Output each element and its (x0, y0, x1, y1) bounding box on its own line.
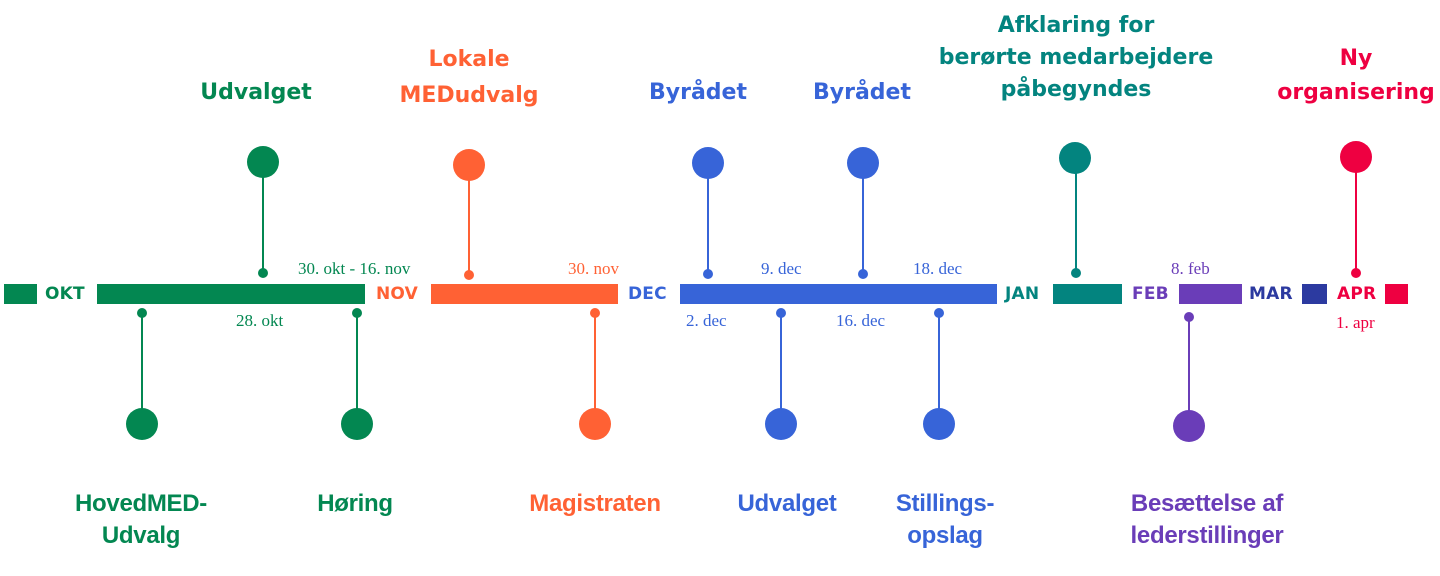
date-label: 18. dec (913, 259, 963, 278)
marker-circle (126, 408, 158, 440)
month-apr: APR (1337, 284, 1377, 304)
marker-stem (141, 314, 143, 414)
event-title-hoering: Høring (317, 490, 393, 517)
marker-stem (468, 172, 470, 272)
title-line: Lokale (428, 47, 510, 72)
month-okt: OKT (45, 284, 85, 304)
marker-stem (356, 314, 358, 414)
title-line: Afklaring for (997, 13, 1155, 38)
title-line: påbegyndes (1000, 77, 1152, 102)
bar-nov (431, 284, 618, 304)
bar-apr (1385, 284, 1408, 304)
marker-circle (579, 408, 611, 440)
marker-dot (258, 268, 268, 278)
month-mar: MAR (1249, 284, 1293, 304)
marker-dot (858, 269, 868, 279)
marker-dot (934, 308, 944, 318)
title-line: opslag (907, 522, 983, 549)
marker-dot (137, 308, 147, 318)
title-line: Ny (1339, 46, 1373, 71)
marker-stem (594, 314, 596, 414)
title-line: lederstillinger (1130, 522, 1284, 549)
event-title-hovedmed-udvalg: HovedMED- Udvalg (75, 488, 207, 552)
marker-dot (1351, 268, 1361, 278)
marker-circle (923, 408, 955, 440)
event-title-stillingsopslag: Stillings- opslag (895, 488, 995, 552)
marker-circle (341, 408, 373, 440)
marker-stem (862, 170, 864, 272)
date-label: 30. okt - 16. nov (298, 259, 411, 278)
title-line: MEDudvalg (399, 83, 539, 108)
month-feb: FEB (1132, 284, 1169, 304)
bar-jan (1053, 284, 1122, 304)
event-title-besaettelse: Besættelse af lederstillinger (1131, 488, 1284, 552)
date-label: 30. nov (568, 259, 619, 278)
event-title-ny-organisering: Ny organisering (1277, 42, 1435, 110)
marker-circle (1173, 410, 1205, 442)
bar-mar (1302, 284, 1327, 304)
marker-stem (1355, 164, 1357, 270)
marker-circle (765, 408, 797, 440)
marker-dot (776, 308, 786, 318)
bar-okt (97, 284, 365, 304)
title-line: berørte medarbejdere (938, 45, 1214, 70)
marker-dot (590, 308, 600, 318)
marker-stem (707, 170, 709, 272)
month-jan: JAN (1005, 284, 1040, 304)
title-line: HovedMED- (75, 490, 207, 517)
event-title-afklaring: Afklaring for berørte medarbejdere påbeg… (939, 10, 1214, 106)
title-line: Besættelse af (1130, 490, 1284, 517)
event-title-udvalget-below: Udvalget (737, 490, 837, 517)
marker-dot (1184, 312, 1194, 322)
date-label: 28. okt (236, 311, 284, 330)
title-line: Stillings- (895, 490, 995, 517)
bar-feb (1179, 284, 1242, 304)
marker-dot (1071, 268, 1081, 278)
marker-stem (1075, 166, 1077, 270)
title-line: organisering (1277, 80, 1435, 105)
date-label: 16. dec (836, 311, 886, 330)
date-label: 9. dec (761, 259, 802, 278)
marker-dot (352, 308, 362, 318)
bar-dec (680, 284, 997, 304)
date-label: 1. apr (1336, 313, 1375, 332)
bar-okt-start (4, 284, 37, 304)
event-title-lokale-medudvalg: Lokale MEDudvalg (399, 42, 538, 114)
marker-dot (703, 269, 713, 279)
event-title-magistraten: Magistraten (529, 490, 661, 517)
event-title-byraadet: Byrådet (813, 80, 911, 105)
marker-stem (780, 314, 782, 414)
marker-stem (938, 314, 940, 414)
marker-stem (1188, 318, 1190, 416)
event-title-byraadet: Byrådet (649, 80, 747, 105)
month-nov: NOV (376, 284, 418, 304)
month-dec: DEC (628, 284, 667, 304)
marker-stem (262, 170, 264, 270)
marker-dot (464, 270, 474, 280)
title-line: Udvalg (101, 522, 181, 549)
date-label: 8. feb (1171, 259, 1210, 278)
event-title-udvalget: Udvalget (200, 80, 312, 105)
date-label: 2. dec (686, 311, 727, 330)
